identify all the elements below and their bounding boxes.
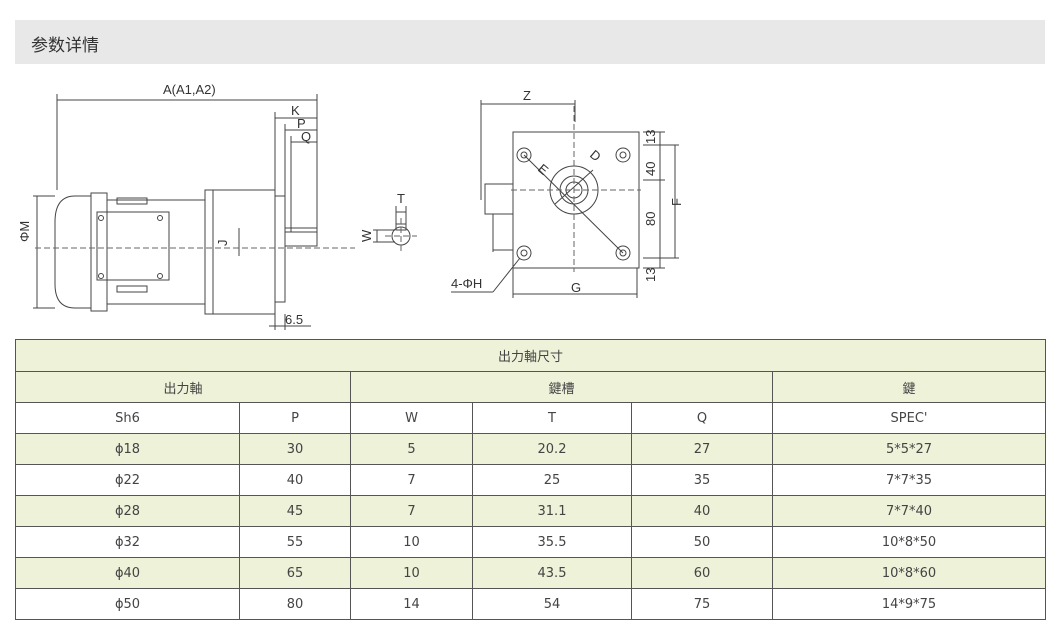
column-header-w: W [350,402,473,434]
cell-w: 7 [350,495,473,527]
cell-q: 40 [631,495,773,527]
cell-w: 7 [350,464,473,496]
cell-spec: 14*9*75 [771,588,1047,620]
cell-w: 10 [350,557,473,589]
dim-label-m: ΦM [17,221,32,242]
table-row: ϕ18 30 5 20.2 27 5*5*27 [15,433,1047,465]
dim-label-d: D [587,147,604,165]
cell-t: 31.1 [472,495,632,527]
cell-sh6: ϕ50 [15,588,240,620]
table-row: ϕ22 40 7 25 35 7*7*35 [15,464,1047,496]
dim-label-p: P [297,116,306,131]
dim-label-13-bottom: 13 [643,268,658,282]
column-header-t: T [472,402,632,434]
dimension-drawing-svg: A(A1,A2) K P Q ΦM J 6.5 T W Z D E 13 40 … [17,82,684,330]
table-row: ϕ32 55 10 35.5 50 10*8*50 [15,526,1047,558]
cell-spec: 7*7*35 [771,464,1047,496]
cell-q: 50 [631,526,773,558]
dim-label-z: Z [523,88,531,103]
column-header-spec: SPEC' [771,402,1047,434]
cell-spec: 5*5*27 [771,433,1047,465]
cell-t: 43.5 [472,557,632,589]
cell-spec: 10*8*50 [771,526,1047,558]
column-header-q: Q [631,402,773,434]
dim-label-j: J [215,240,230,247]
cell-q: 75 [631,588,773,620]
cell-sh6: ϕ32 [15,526,240,558]
cell-spec: 7*7*40 [771,495,1047,527]
cell-sh6: ϕ22 [15,464,240,496]
cell-sh6: ϕ28 [15,495,240,527]
column-header-p: P [239,402,351,434]
dim-label-h: 4-ΦH [451,276,482,291]
dim-label-w: W [359,229,374,242]
cell-p: 65 [239,557,351,589]
dim-label-q: Q [301,129,311,144]
cell-p: 40 [239,464,351,496]
cell-w: 10 [350,526,473,558]
dim-label-13-top: 13 [643,130,658,144]
cell-q: 60 [631,557,773,589]
table-row: ϕ50 80 14 54 75 14*9*75 [15,588,1047,620]
dim-label-a: A(A1,A2) [163,82,216,97]
table-title: 出力軸尺寸 [14,339,1047,372]
cell-p: 55 [239,526,351,558]
cell-t: 35.5 [472,526,632,558]
column-header-sh6: Sh6 [15,402,240,434]
cell-p: 45 [239,495,351,527]
cell-t: 54 [472,588,632,620]
group-header-output-shaft: 出力軸 [15,371,351,403]
dim-label-e: E [535,161,552,178]
dim-label-g: G [571,280,581,295]
table-row: ϕ28 45 7 31.1 40 7*7*40 [15,495,1047,527]
output-shaft-spec-table: 出力軸尺寸 出力軸 鍵槽 鍵 Sh6 P W T Q SPEC' ϕ18 30 … [14,339,1047,620]
cell-spec: 10*8*60 [771,557,1047,589]
cell-w: 14 [350,588,473,620]
dim-label-f: F [669,198,684,206]
cell-t: 20.2 [472,433,632,465]
table-column-header-row: Sh6 P W T Q SPEC' [15,402,1047,434]
cell-sh6: ϕ40 [15,557,240,589]
cell-sh6: ϕ18 [15,433,240,465]
motor-dimension-drawing: A(A1,A2) K P Q ΦM J 6.5 T W Z D E 13 40 … [15,72,715,334]
dim-label-t: T [397,191,405,206]
cell-q: 35 [631,464,773,496]
cell-q: 27 [631,433,773,465]
cell-p: 80 [239,588,351,620]
group-header-key: 鍵 [771,371,1047,403]
dim-label-k: K [291,103,300,118]
cell-p: 30 [239,433,351,465]
section-header: 参数详情 [15,20,1045,64]
dim-label-40: 40 [643,162,658,176]
section-title: 参数详情 [31,36,99,56]
table-row: ϕ40 65 10 43.5 60 10*8*60 [15,557,1047,589]
cell-w: 5 [350,433,473,465]
dim-label-80: 80 [643,212,658,226]
table-title-row: 出力軸尺寸 [14,339,1047,372]
group-header-keyway: 鍵槽 [350,371,773,403]
cell-t: 25 [472,464,632,496]
table-group-row: 出力軸 鍵槽 鍵 [15,371,1047,403]
dim-label-6-5: 6.5 [285,312,303,327]
